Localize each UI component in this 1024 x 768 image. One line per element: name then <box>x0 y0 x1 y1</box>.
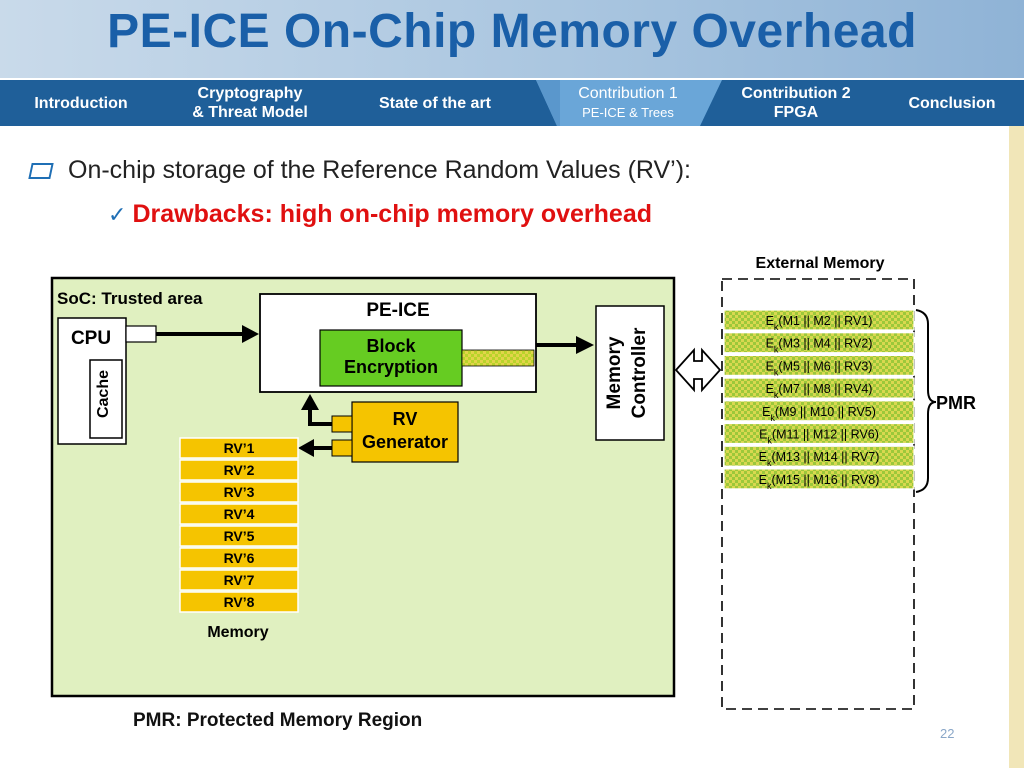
rv-memory-cell <box>179 569 299 591</box>
arrowhead <box>298 439 314 457</box>
rv-memory-cell <box>179 547 299 569</box>
tab-label: Contribution 1 <box>578 85 678 102</box>
external-memory-row-label: Ek(M11 || M12 || RV6) <box>759 428 879 446</box>
tab-sublabel: PE-ICE & Trees <box>582 105 674 120</box>
rv-memory-cell <box>179 459 299 481</box>
slide-number: 22 <box>940 726 955 741</box>
arrowhead <box>242 325 259 343</box>
rv-generator-line1: RV <box>393 409 418 429</box>
rv-memory-cell-label: RV’3 <box>224 484 255 500</box>
memory-controller-line2: Controller <box>629 327 650 418</box>
tab-label: Contribution 2 <box>741 85 851 102</box>
external-memory-row <box>723 309 915 331</box>
external-memory-row-label: Ek(M9 || M10 || RV5) <box>762 405 876 423</box>
pmr-brace <box>915 309 937 493</box>
bullet-sub-text: Drawbacks: high on-chip memory overhead <box>132 200 653 228</box>
cache-label: Cache <box>95 370 112 418</box>
arrowhead <box>301 394 319 410</box>
block-encryption-line2: Encryption <box>344 357 438 377</box>
rv-memory-cell-label: RV’5 <box>224 528 255 544</box>
bullet-main: On-chip storage of the Reference Random … <box>28 156 691 185</box>
memory-controller-box <box>595 305 665 441</box>
tab-sublabel: FPGA <box>773 104 819 121</box>
title-band <box>0 0 1024 78</box>
pe-ice-label: PE-ICE <box>366 300 429 321</box>
tab-label: Cryptography <box>197 85 303 102</box>
external-memory-rows: Ek(M1 || M2 || RV1) Ek(M3 || M4 || RV2) Ek… <box>723 309 915 491</box>
rv-memory-cell <box>179 503 299 525</box>
external-memory-row <box>723 445 915 467</box>
rv-memory-cell-label: RV’8 <box>224 594 255 610</box>
rv-memory-cell <box>179 525 299 547</box>
arrow-rv-to-encryption <box>308 408 332 426</box>
rv-memory-cell-label: RV’2 <box>224 462 255 478</box>
rv-memory-cell <box>179 437 299 459</box>
nav-active-shape <box>536 80 722 126</box>
checkmark-icon: ✓ <box>108 203 127 228</box>
tab-state-of-the-art[interactable]: State of the art <box>350 80 520 126</box>
double-arrow-bus <box>674 347 722 393</box>
tab-label: Conclusion <box>908 94 996 112</box>
pmr-label: PMR <box>936 393 976 413</box>
external-memory-box <box>721 278 915 710</box>
external-memory-row <box>723 354 915 376</box>
cache-box <box>89 359 123 439</box>
tab-label: Introduction <box>34 94 128 112</box>
navigation-bar: Introduction Cryptography & Threat Model… <box>0 78 1024 126</box>
external-memory-row <box>723 377 915 399</box>
box-bullet-icon <box>28 163 54 179</box>
tab-contribution-1[interactable]: Contribution 1 PE-ICE & Trees <box>556 80 700 126</box>
external-memory-row <box>723 468 915 490</box>
side-decoration-bar <box>1007 126 1024 768</box>
tab-cryptography[interactable]: Cryptography & Threat Model <box>166 80 334 126</box>
architecture-diagram: SoC: Trusted area CPU Cache PE-ICE Block… <box>50 255 976 710</box>
tab-label: State of the art <box>378 94 491 112</box>
nav-active-highlight <box>535 80 722 126</box>
external-memory-label: External Memory <box>756 255 885 272</box>
rv-memory-cell <box>179 481 299 503</box>
rv-memory-cell-label: RV’7 <box>224 572 255 588</box>
rv-memory-cell-label: RV’6 <box>224 550 255 566</box>
external-memory-row <box>723 332 915 354</box>
rv-generator-box <box>351 401 459 463</box>
arrowhead <box>576 336 594 354</box>
bullet-sub: ✓Drawbacks: high on-chip memory overhead <box>108 200 652 229</box>
external-memory-row-label: Ek(M3 || M4 || RV2) <box>766 337 873 355</box>
rv-generator-line2: Generator <box>362 432 448 452</box>
external-memory-row-label: Ek(M5 || M6 || RV3) <box>766 359 873 377</box>
memory-controller-line1: Memory <box>604 336 625 409</box>
external-memory-row <box>723 400 915 422</box>
rv-generator-port-bottom <box>331 439 353 457</box>
pe-ice-output-port <box>461 349 535 367</box>
external-memory-row-label: Ek(M1 || M2 || RV1) <box>766 314 873 332</box>
memory-label: Memory <box>207 624 268 641</box>
tab-conclusion[interactable]: Conclusion <box>880 80 1024 126</box>
footnote: PMR: Protected Memory Region <box>133 710 423 731</box>
bullet-main-text: On-chip storage of the Reference Random … <box>68 156 691 184</box>
external-memory-row-label: Ek(M15 || M16 || RV8) <box>759 473 880 491</box>
block-encryption-line1: Block <box>366 336 416 356</box>
soc-label: SoC: Trusted area <box>57 289 203 308</box>
rv-memory-cell-label: RV’4 <box>224 506 255 522</box>
external-memory-row <box>723 422 915 445</box>
tab-sublabel: & Threat Model <box>192 104 308 121</box>
rv-generator-port-top <box>331 415 353 433</box>
external-memory-row-label: Ek(M7 || M8 || RV4) <box>766 382 873 400</box>
external-memory-row-label: Ek(M13 || M14 || RV7) <box>759 450 880 468</box>
rv-memory-cell <box>179 591 299 613</box>
tab-introduction[interactable]: Introduction <box>0 80 162 126</box>
rv-memory-list: RV’1RV’2RV’3RV’4RV’5RV’6RV’7RV’8 <box>179 437 299 613</box>
rv-memory-cell-label: RV’1 <box>224 440 255 456</box>
cpu-port <box>125 325 157 343</box>
cpu-label: CPU <box>71 328 111 349</box>
page-title: PE-ICE On-Chip Memory Overhead <box>107 5 917 58</box>
tab-contribution-2[interactable]: Contribution 2 FPGA <box>718 80 874 126</box>
